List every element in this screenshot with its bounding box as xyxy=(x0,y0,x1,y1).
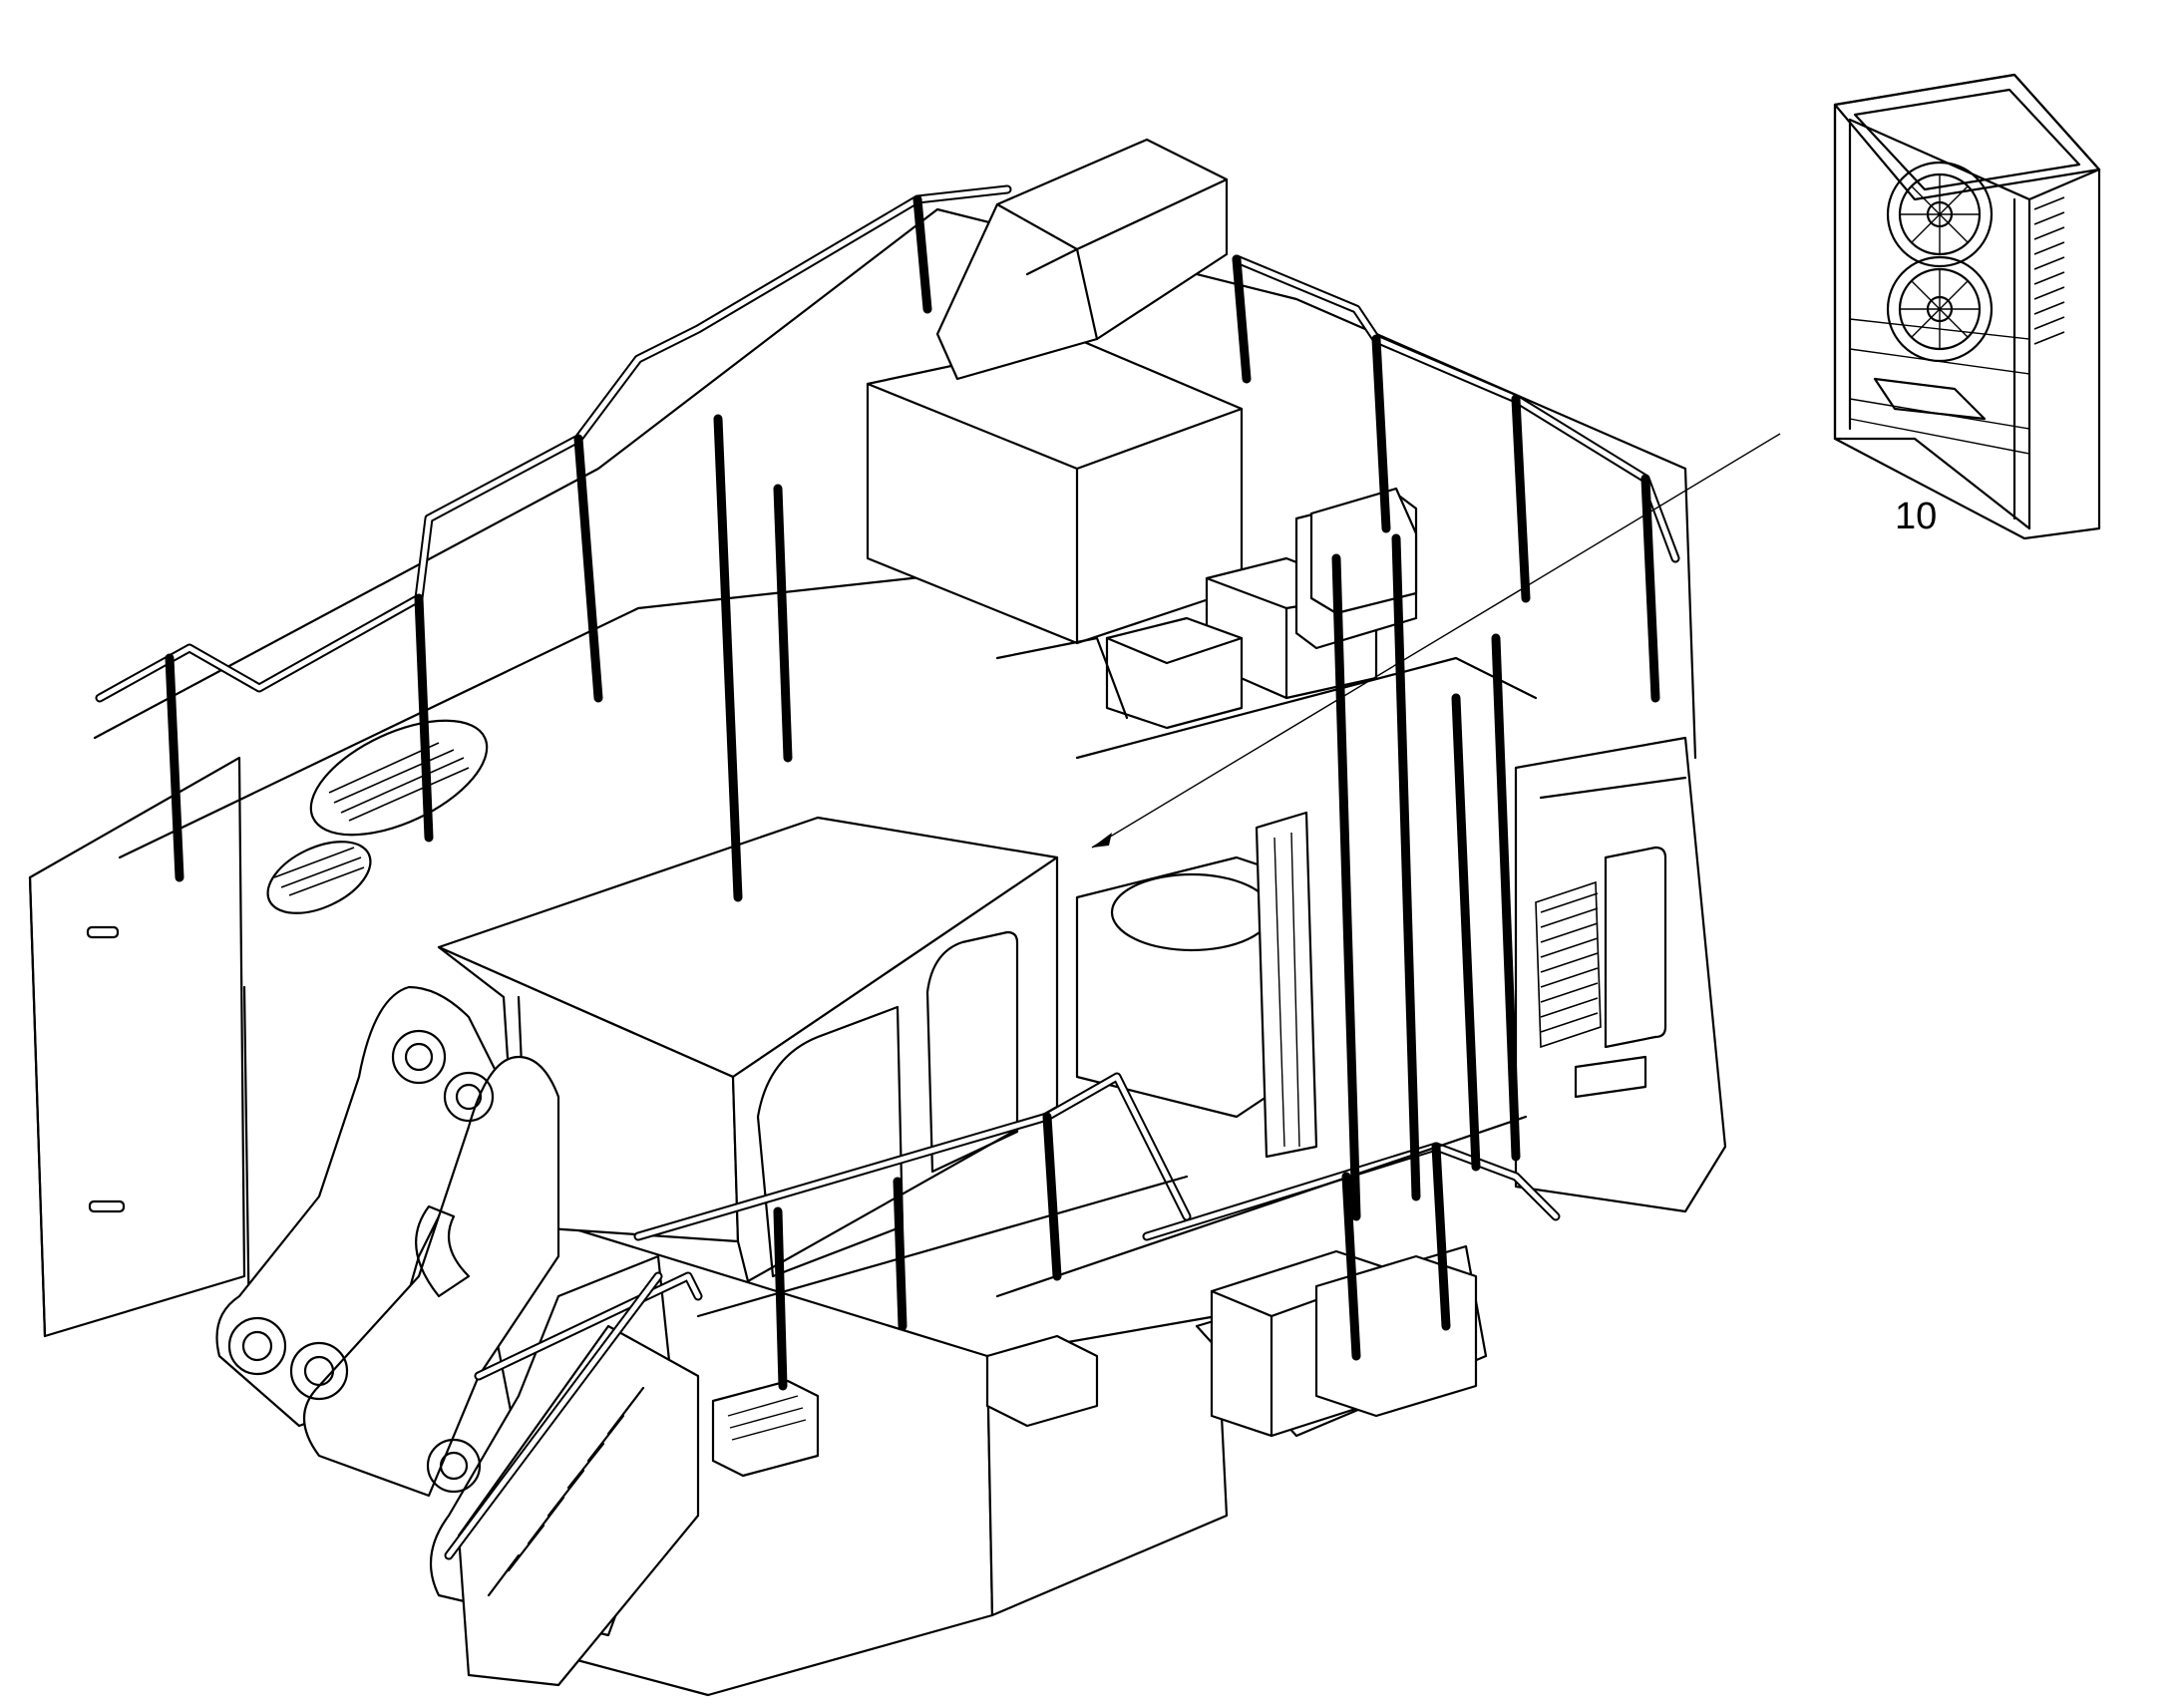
cab-side-window xyxy=(925,930,1019,1174)
handrails xyxy=(95,184,1680,1560)
access-stairs xyxy=(457,1324,700,1687)
operator-cab xyxy=(437,816,1059,1283)
right-side-grille xyxy=(1535,846,1667,1099)
machine-upper-structure xyxy=(28,138,1727,1697)
left-body-panel xyxy=(28,756,246,1338)
cab-door-window xyxy=(756,1005,905,1278)
right-body-panel xyxy=(1514,736,1727,1213)
radiator-fans xyxy=(266,719,489,914)
callout-leader-line xyxy=(1091,433,1781,849)
cooler-core-fins xyxy=(2033,196,2065,345)
leader-arrowhead xyxy=(1092,833,1112,848)
cooler-fans xyxy=(1886,161,1994,363)
hydraulic-tank-area xyxy=(1075,811,1318,1159)
callout-10: 10 xyxy=(1895,496,1937,537)
inset-cooler-unit xyxy=(1833,73,2101,540)
engine-enclosure xyxy=(866,337,1244,645)
air-intake-duct xyxy=(935,138,1229,381)
rear-walkway-edge xyxy=(995,1115,1528,1298)
